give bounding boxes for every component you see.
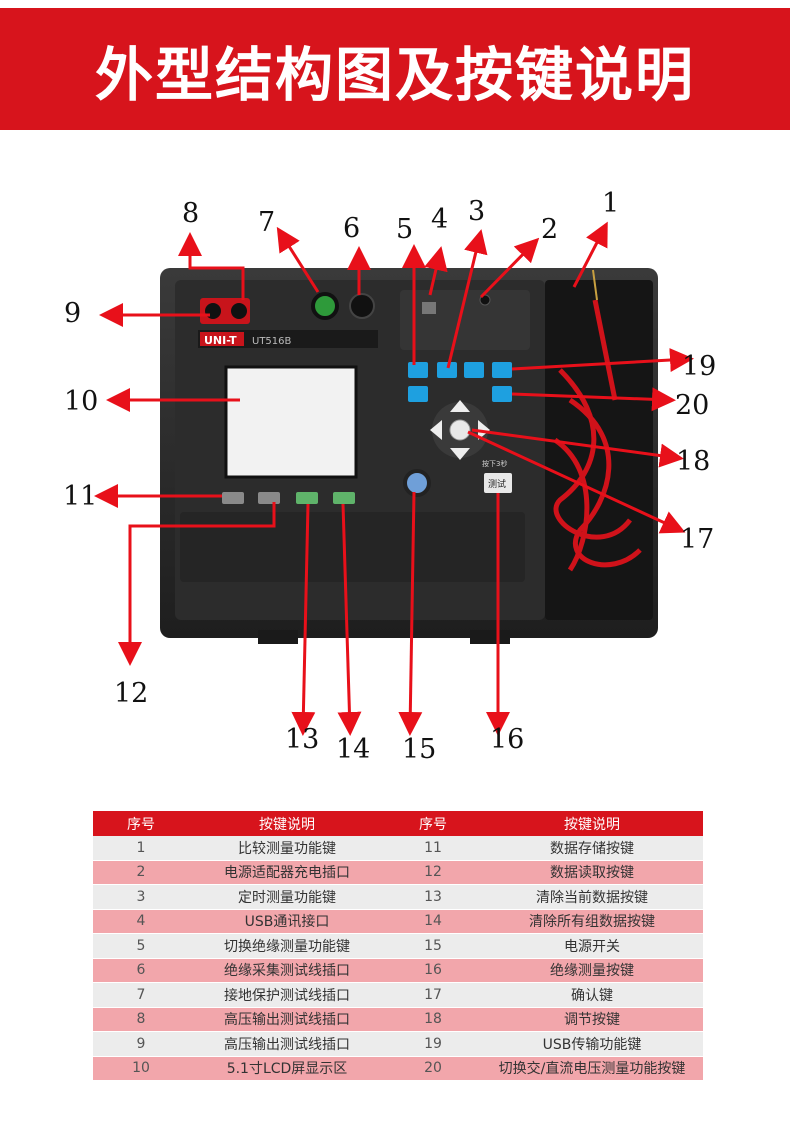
callout-7: 7 [258,207,275,238]
callout-13: 13 [285,724,319,755]
cell-description: 绝缘采集测试线插口 [189,958,385,983]
page-title: 外型结构图及按键说明 [94,41,695,109]
cell-index: 16 [385,958,481,983]
cell-index: 10 [93,1056,189,1081]
test-leads [553,299,642,572]
direction-pad [430,400,490,460]
callout-16: 16 [490,724,524,755]
cell-description: 高压输出测试线插口 [189,1031,385,1057]
cell-description: 电源开关 [481,933,703,959]
cell-index: 6 [93,958,189,983]
cell-index: 11 [385,836,481,861]
callout-1: 1 [602,188,619,219]
cell-description: 5.1寸LCD屏显示区 [189,1056,385,1081]
callout-10: 10 [64,386,98,417]
callout-14: 14 [336,734,370,765]
cell-index: 12 [385,860,481,885]
cell-index: 8 [93,1007,189,1032]
cell-index: 15 [385,933,481,959]
cell-index: 3 [93,884,189,910]
table-header-row: 序号 按键说明 序号 按键说明 [93,811,703,836]
cell-description: 绝缘测量按键 [481,958,703,983]
terminal-green [311,292,339,320]
test-key [484,473,512,493]
cell-index: 9 [93,1031,189,1057]
test-key-hint: 按下3秒 [482,459,507,468]
callout-9: 9 [64,298,81,329]
callout-11: 11 [63,481,97,512]
cell-description: 比较测量功能键 [189,836,385,861]
terminal-block-red [200,298,250,324]
cell-index: 4 [93,909,189,934]
lcd-screen [224,365,358,479]
col-header-index-2: 序号 [385,811,481,836]
cell-index: 19 [385,1031,481,1057]
callout-12: 12 [114,678,148,709]
cell-description: 切换绝缘测量功能键 [189,933,385,959]
cell-description: 电源适配器充电插口 [189,860,385,885]
function-keys [408,362,512,402]
cell-index: 7 [93,982,189,1008]
cell-index: 5 [93,933,189,959]
header-banner: 外型结构图及按键说明 [0,8,790,130]
cell-description: 数据存储按键 [481,836,703,861]
cell-description: 清除所有组数据按键 [481,909,703,934]
callout-19: 19 [682,351,716,382]
device-diagram: UNI-T UT516B 按下3秒 测试 [63,188,716,765]
brand-logo: UNI-T [204,334,237,347]
callout-15: 15 [402,734,436,765]
callout-8: 8 [182,198,199,229]
cell-description: 调节按键 [481,1007,703,1032]
callout-arrows [94,221,694,736]
callout-17: 17 [680,524,714,555]
cell-index: 1 [93,836,189,861]
test-key-label: 测试 [488,478,506,490]
callout-2: 2 [541,214,558,245]
cell-index: 18 [385,1007,481,1032]
cell-description: USB传输功能键 [481,1031,703,1057]
usb-port [422,302,436,314]
col-header-description: 按键说明 [189,811,385,836]
cell-description: USB通讯接口 [189,909,385,934]
callout-4: 4 [431,204,448,235]
callout-6: 6 [343,213,360,244]
cell-index: 2 [93,860,189,885]
cell-description: 数据读取按键 [481,860,703,885]
terminal-black [349,293,375,319]
callout-20: 20 [675,390,709,421]
col-header-index: 序号 [93,811,189,836]
cell-index: 17 [385,982,481,1008]
col-header-description-2: 按键说明 [481,811,703,836]
callout-3: 3 [468,196,485,227]
cell-description: 高压输出测试线插口 [189,1007,385,1032]
cell-index: 20 [385,1056,481,1081]
cell-description: 切换交/直流电压测量功能按键 [481,1056,703,1081]
cell-index: 13 [385,884,481,910]
callout-5: 5 [396,214,413,245]
cell-index: 14 [385,909,481,934]
power-knob [403,469,431,497]
cell-description: 清除当前数据按键 [481,884,703,910]
model-label: UT516B [252,336,292,347]
cell-description: 接地保护测试线插口 [189,982,385,1008]
cell-description: 确认键 [481,982,703,1008]
callout-18: 18 [676,446,710,477]
cell-description: 定时测量功能键 [189,884,385,910]
storage-keys [222,492,355,504]
